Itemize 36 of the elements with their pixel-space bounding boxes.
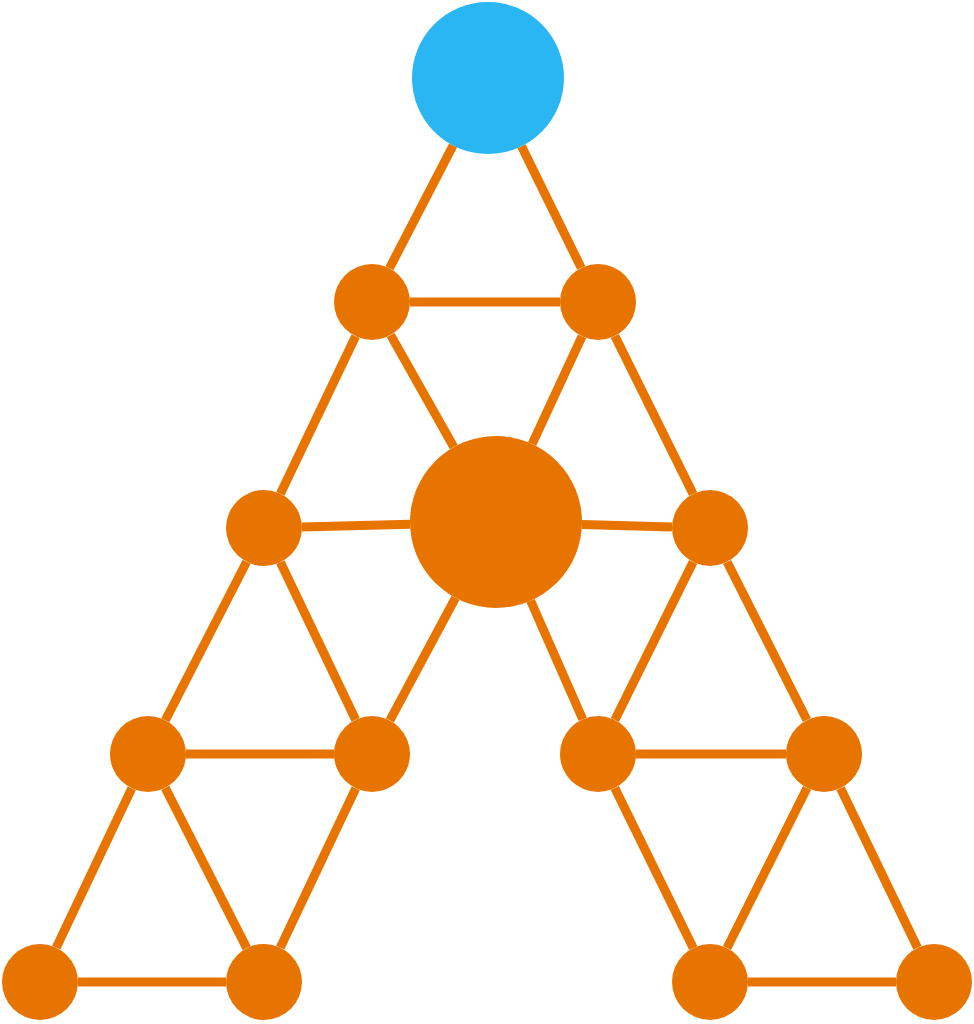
- circle-node: [226, 490, 302, 566]
- circle-node: [896, 944, 972, 1020]
- connector-line: [161, 559, 251, 723]
- circle-node: [110, 716, 186, 792]
- connector-line: [385, 143, 458, 271]
- circle-node: [560, 264, 636, 340]
- connector-line: [528, 334, 587, 446]
- connector-line: [301, 519, 411, 532]
- circle-node: [226, 944, 302, 1020]
- connector-line: [581, 519, 673, 532]
- connector-line: [526, 598, 587, 722]
- connector-line: [723, 559, 811, 723]
- connector-line: [517, 144, 586, 270]
- connector-line: [386, 332, 458, 450]
- connector-line: [748, 977, 896, 987]
- circle-node: [334, 716, 410, 792]
- connector-line: [722, 785, 812, 951]
- connector-line: [78, 977, 226, 987]
- circle-node: [2, 944, 78, 1020]
- connector-line: [161, 785, 251, 951]
- connector-line: [52, 786, 136, 950]
- circle-node: [786, 716, 862, 792]
- circle-node: [672, 944, 748, 1020]
- connector-line: [610, 786, 698, 950]
- connector-line: [836, 786, 922, 950]
- connector-line: [186, 749, 334, 759]
- connector-line: [276, 786, 360, 950]
- connector-line: [276, 560, 360, 722]
- circle-node: [334, 264, 410, 340]
- connector-line: [610, 334, 698, 496]
- connector-line: [385, 595, 460, 723]
- circle-node: [672, 490, 748, 566]
- connector-line: [276, 334, 360, 496]
- connector-line: [410, 297, 560, 307]
- connector-line: [636, 749, 786, 759]
- circle-node: [560, 716, 636, 792]
